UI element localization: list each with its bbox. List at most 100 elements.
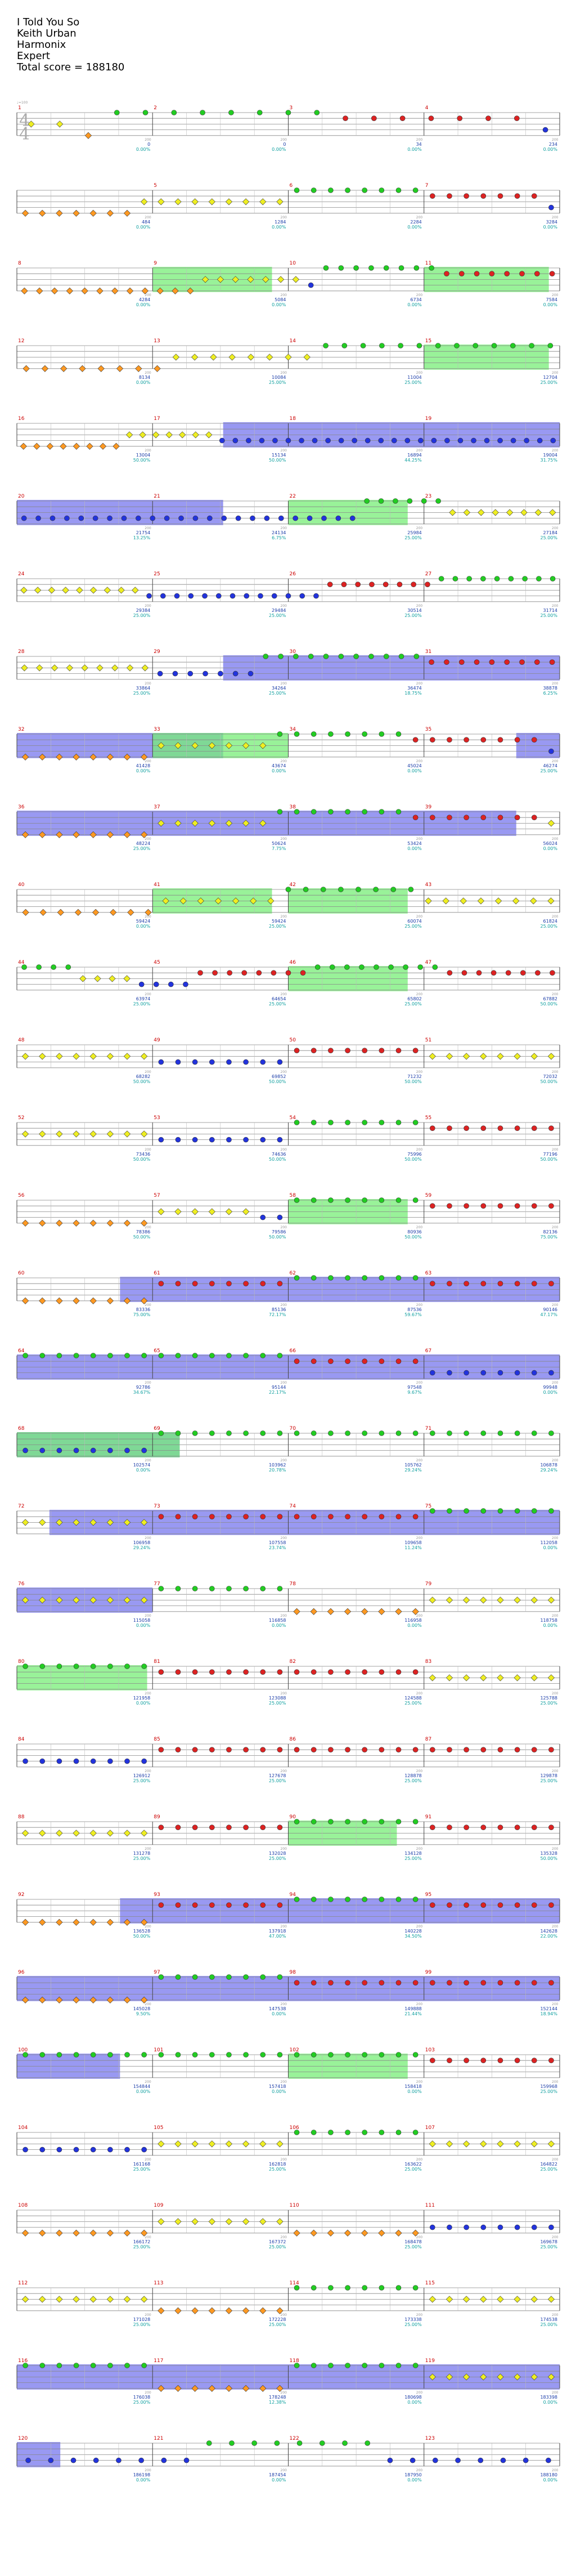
- note-red: [362, 1747, 368, 1752]
- note-green: [56, 2363, 62, 2368]
- note-yellow: [225, 198, 233, 205]
- note-green: [435, 498, 441, 504]
- note-blue: [209, 1059, 215, 1065]
- note-yellow: [73, 1519, 80, 1526]
- note-red: [175, 1747, 181, 1752]
- note-yellow: [512, 897, 520, 905]
- note-green: [417, 964, 424, 970]
- measure-number: 21: [154, 494, 160, 499]
- note-orange: [191, 2307, 199, 2314]
- measure-number: 7: [425, 183, 429, 189]
- hold-tick-label: 200: [416, 604, 423, 608]
- note-yellow: [547, 897, 555, 905]
- measure-score: 38878: [543, 686, 557, 691]
- note-orange: [74, 909, 82, 916]
- measure-number: 20: [18, 494, 25, 499]
- note-yellow: [446, 2373, 453, 2381]
- note-yellow: [514, 2140, 521, 2148]
- measure-score: 73436: [136, 1152, 150, 1157]
- note-orange: [123, 1297, 131, 1304]
- note-green: [285, 887, 291, 892]
- hold-tick-label: 200: [281, 2235, 287, 2239]
- measure-percent: 25.00%: [133, 2244, 151, 2249]
- note-red: [430, 1980, 435, 1985]
- note-green: [362, 731, 368, 737]
- note-red: [531, 1747, 537, 1752]
- note-red: [379, 1358, 385, 1364]
- note-red: [480, 815, 487, 820]
- measure-score: 92786: [136, 1385, 150, 1390]
- note-green: [407, 498, 413, 504]
- note-red: [474, 271, 480, 277]
- note-yellow: [28, 120, 35, 128]
- measure-score: 118758: [540, 1618, 557, 1623]
- note-red: [328, 1980, 334, 1985]
- note-orange: [412, 1608, 419, 1615]
- note-red: [497, 1980, 503, 1985]
- note-red: [226, 1747, 232, 1752]
- note-red: [355, 582, 361, 587]
- note-red: [497, 1747, 503, 1752]
- note-blue: [418, 437, 424, 444]
- note-green: [39, 2363, 46, 2368]
- note-red: [447, 970, 453, 976]
- note-yellow: [106, 1519, 114, 1526]
- note-blue: [25, 2457, 31, 2463]
- note-green: [379, 809, 385, 815]
- note-red: [520, 970, 526, 976]
- note-green: [341, 343, 348, 348]
- note-yellow: [208, 742, 215, 749]
- measure-score: 172228: [269, 2317, 286, 2322]
- note-yellow: [201, 276, 209, 283]
- note-green: [107, 2363, 113, 2368]
- measure-score: 41428: [136, 763, 150, 768]
- note-blue: [447, 1370, 452, 1376]
- note-green: [328, 731, 334, 737]
- note-green: [175, 1430, 181, 1436]
- note-blue: [175, 1059, 181, 1065]
- measure-number: 74: [290, 1504, 296, 1509]
- note-green: [547, 343, 554, 348]
- note-blue: [480, 1370, 487, 1376]
- note-red: [209, 1514, 215, 1519]
- measure-percent: 0.00%: [407, 846, 422, 851]
- hold-tick-label: 200: [416, 837, 423, 841]
- measure-percent: 0.00%: [407, 225, 422, 230]
- measure-percent: 0.00%: [543, 2477, 558, 2483]
- note-green: [472, 343, 479, 348]
- note-orange: [158, 2307, 165, 2314]
- note-orange: [141, 2229, 148, 2237]
- hold-tick-label: 200: [552, 1614, 559, 1618]
- note-yellow: [174, 1208, 182, 1215]
- note-blue: [307, 515, 313, 521]
- note-red: [514, 1747, 520, 1752]
- measure-number: 13: [154, 338, 160, 344]
- note-yellow: [514, 1053, 521, 1060]
- note-yellow: [225, 742, 233, 749]
- measure-score: 135328: [540, 1851, 557, 1856]
- hold-tick-label: 200: [281, 138, 287, 142]
- note-green: [390, 887, 397, 892]
- measure-number: 100: [18, 2047, 28, 2053]
- measure-percent: 0.00%: [136, 380, 151, 385]
- hold-tick-label: 200: [145, 1148, 151, 1152]
- note-green: [192, 2052, 198, 2058]
- note-yellow: [429, 1053, 436, 1060]
- measure-number: 62: [290, 1271, 296, 1276]
- note-yellow: [39, 1130, 46, 1138]
- note-green: [90, 1353, 96, 1358]
- measure-percent: 6.25%: [543, 691, 558, 696]
- measure-percent: 22.00%: [540, 1934, 557, 1939]
- note-green: [345, 1197, 350, 1203]
- measure-percent: 0.00%: [272, 2011, 286, 2016]
- note-green: [294, 1430, 300, 1436]
- measure-percent: 25.00%: [404, 2244, 422, 2249]
- note-yellow: [56, 1596, 63, 1604]
- note-blue: [138, 981, 145, 987]
- note-green: [310, 1120, 317, 1125]
- note-blue: [387, 2457, 393, 2463]
- measure-percent: 25.00%: [133, 2322, 151, 2327]
- note-green: [345, 2052, 350, 2058]
- measure-number: 51: [425, 1037, 431, 1043]
- hold-tick-label: 200: [416, 1303, 423, 1307]
